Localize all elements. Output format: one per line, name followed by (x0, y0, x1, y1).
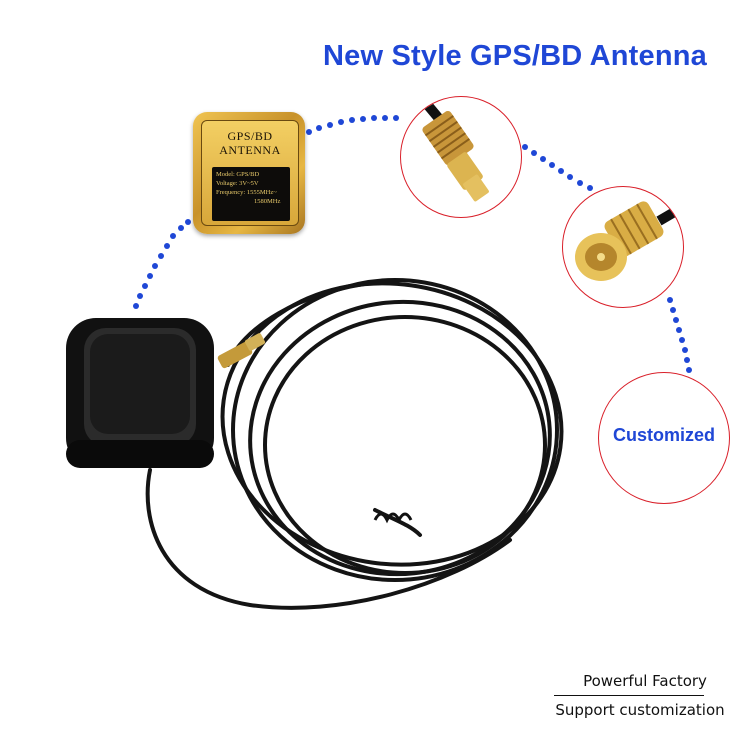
spec-frequency-2: 1580MHz (254, 198, 281, 205)
plate-title-line1: GPS/BD (227, 129, 273, 143)
mcx-connector-icon (417, 97, 489, 202)
mcx-connector-bubble (400, 96, 522, 218)
footer-line-2: Support customization (555, 701, 725, 719)
antenna-puck (66, 318, 214, 468)
plate-title-line2: ANTENNA (219, 143, 281, 157)
cable-tie (373, 512, 413, 524)
headline-title: New Style GPS/BD Antenna (322, 40, 708, 72)
sma-connector-icon (575, 201, 683, 281)
sma-connector-bubble (562, 186, 684, 308)
customized-label: Customized (612, 425, 715, 445)
footer-line-1: Powerful Factory (583, 672, 707, 690)
antenna-label-plate: GPS/BD ANTENNA Model: GPS/BD Voltage: 3V… (193, 112, 305, 234)
dotted-trails (133, 115, 692, 373)
spec-frequency: Frequency: 1555MHz~ (216, 189, 277, 196)
spec-voltage: Voltage: 3V~5V (216, 180, 259, 187)
label-plate-inner: GPS/BD ANTENNA Model: GPS/BD Voltage: 3V… (201, 120, 299, 226)
customized-bubble: Customized (598, 372, 730, 504)
spec-model: Model: GPS/BD (216, 171, 260, 178)
plate-spec-box: Model: GPS/BD Voltage: 3V~5V Frequency: … (212, 167, 290, 221)
footer-divider (554, 695, 704, 696)
cable-connector (217, 333, 266, 369)
